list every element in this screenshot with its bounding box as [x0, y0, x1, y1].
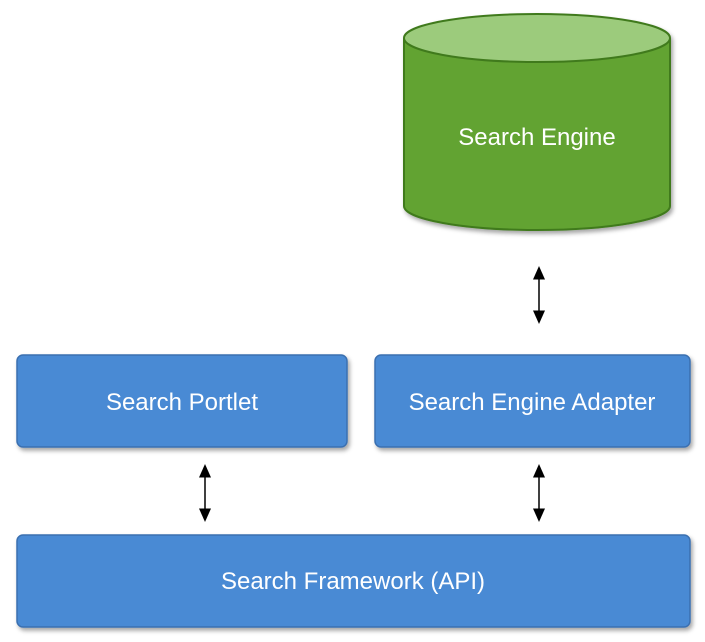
search-engine-cylinder: [403, 13, 671, 231]
search-portlet-box: [16, 354, 348, 448]
cylinder-body: [403, 38, 671, 231]
search-engine-label: Search Engine: [458, 124, 615, 151]
search-framework-box: [16, 534, 691, 628]
search-engine-adapter-label: Search Engine Adapter: [409, 389, 656, 416]
search-framework-label: Search Framework (API): [221, 568, 485, 595]
search-portlet-label: Search Portlet: [106, 389, 258, 416]
cylinder-top: [403, 13, 671, 63]
search-engine-adapter-box: [374, 354, 691, 448]
